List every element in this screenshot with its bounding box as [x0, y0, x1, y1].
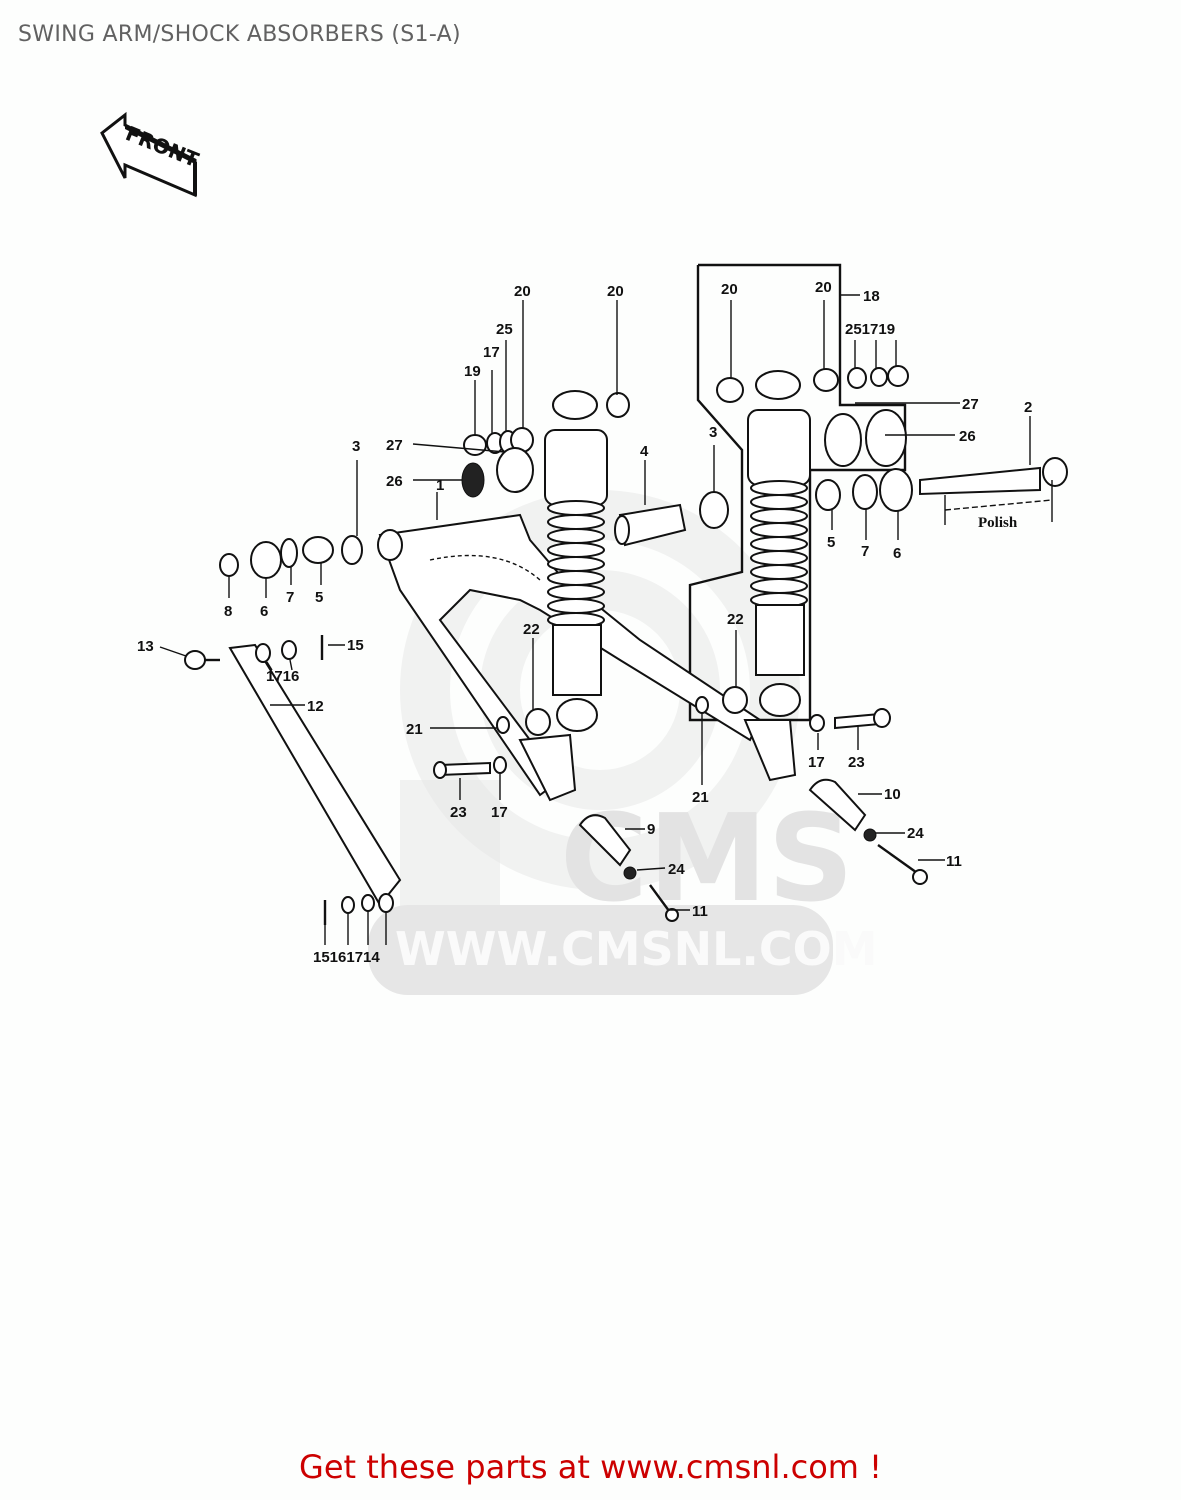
- callouts: 1 2 3 3 4 5 5 6 6 7 7 8 9 10 11 11 12 13…: [137, 279, 1032, 966]
- callout-22: 22: [523, 621, 540, 638]
- polish-label: Polish: [978, 515, 1018, 531]
- callout-21: 21: [406, 721, 423, 738]
- callout-2: 2: [1024, 399, 1032, 416]
- callout-23: 23: [450, 804, 467, 821]
- callout-19: 19: [464, 363, 481, 380]
- leader-lines: [159, 294, 1031, 945]
- callout-18: 18: [863, 288, 880, 305]
- callout-4: 4: [640, 443, 649, 460]
- callout-21: 21: [692, 789, 709, 806]
- front-arrow-icon: FRONT: [100, 111, 202, 198]
- cmsnl-parts-link[interactable]: Get these parts at www.cmsnl.com !: [299, 1448, 882, 1486]
- watermark-text: WWW.CMSNL.COM: [395, 922, 878, 976]
- callout-12: 12: [307, 698, 324, 715]
- callout-25: 25: [496, 321, 513, 338]
- callout-15-16-17-14: 15161714: [313, 949, 380, 966]
- callout-6: 6: [893, 545, 901, 562]
- callout-11: 11: [692, 903, 708, 920]
- callout-20: 20: [514, 283, 531, 300]
- polish-dimension: Polish: [944, 480, 1053, 531]
- callout-3: 3: [352, 438, 360, 455]
- callout-13: 13: [137, 638, 154, 655]
- callout-26: 26: [959, 428, 976, 445]
- callout-8: 8: [224, 603, 232, 620]
- callout-7: 7: [286, 589, 294, 606]
- shock-absorber-right: [747, 370, 811, 717]
- shock-absorber-left: [544, 390, 608, 732]
- callout-24: 24: [668, 861, 685, 878]
- callout-5: 5: [827, 534, 835, 551]
- callout-24: 24: [907, 825, 924, 842]
- callout-3: 3: [709, 424, 717, 441]
- callout-15: 15: [347, 637, 364, 654]
- callout-27: 27: [386, 437, 403, 454]
- callout-11: 11: [946, 853, 962, 870]
- callout-20: 20: [721, 281, 738, 298]
- callout-17-16: 1716: [266, 668, 299, 685]
- callout-22: 22: [727, 611, 744, 628]
- callout-26: 26: [386, 473, 403, 490]
- callout-17: 17: [491, 804, 508, 821]
- callout-17: 17: [483, 344, 500, 361]
- callout-6: 6: [260, 603, 268, 620]
- callout-9: 9: [647, 821, 655, 838]
- callout-1: 1: [436, 477, 444, 494]
- callout-17: 17: [808, 754, 825, 771]
- page-title: SWING ARM/SHOCK ABSORBERS (S1-A): [18, 22, 461, 47]
- callout-10: 10: [884, 786, 901, 803]
- callout-23: 23: [848, 754, 865, 771]
- callout-20: 20: [607, 283, 624, 300]
- callout-20: 20: [815, 279, 832, 296]
- callout-27: 27: [962, 396, 979, 413]
- callout-5: 5: [315, 589, 323, 606]
- small-parts: [184, 365, 1068, 925]
- callout-25-17-19: 251719: [845, 321, 895, 338]
- callout-7: 7: [861, 543, 869, 560]
